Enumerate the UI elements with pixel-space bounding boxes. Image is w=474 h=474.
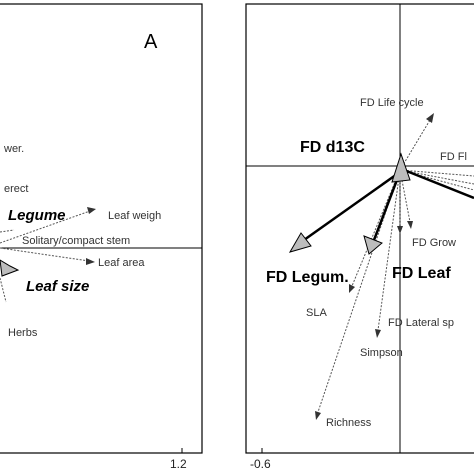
label-leaf-area: Leaf area [98, 257, 145, 269]
arrow-legume-short [0, 229, 15, 233]
arrow-fd-fl-3 [399, 169, 474, 191]
label-erect: erect [4, 183, 28, 195]
arrowhead-fd-life-cycle [426, 113, 434, 123]
arrowhead-fd-legum [288, 232, 312, 253]
label-leaf-weigh: Leaf weigh [108, 210, 161, 222]
arrowhead-fd-lateral-1 [397, 226, 403, 234]
arrowhead-fd-d13c [391, 152, 411, 183]
arrowhead-leaf-size [0, 259, 20, 277]
label-fd-legum: FD Legum. [266, 269, 349, 286]
arrow-fd-life-cycle [399, 119, 431, 171]
label-fd-fl: FD Fl [440, 151, 467, 163]
label-flower: wer. [3, 143, 24, 155]
arrow-leaf-area [0, 247, 90, 262]
label-legume: Legume [8, 207, 66, 224]
label-fd-d13c: FD d13C [300, 139, 365, 156]
panel-a: A 1.2 wer. erect Legume Leaf weigh Solit… [0, 3, 203, 471]
label-sla: SLA [306, 307, 327, 319]
arrow-fd-legum [303, 170, 401, 242]
panel-b: -0.6 FD Life cycle FD d13C FD Fl FD Grow… [245, 3, 474, 471]
label-leaf-size: Leaf size [26, 278, 89, 295]
arrowhead-leaf-weigh [87, 207, 96, 214]
arrowhead-fd-grow [407, 221, 413, 229]
arrow-fd-leaf [372, 171, 402, 241]
label-fd-leaf: FD Leaf [392, 265, 451, 282]
label-simpson: Simpson [360, 347, 403, 359]
arrowhead-richness [315, 411, 321, 420]
arrow-herbs [0, 277, 7, 303]
panel-b-frame [245, 3, 474, 454]
label-herbs: Herbs [8, 327, 38, 339]
label-solitary-stem: Solitary/compact stem [22, 235, 130, 247]
panel-a-xtick-label: 1.2 [170, 457, 187, 471]
arrowhead-sla [349, 284, 355, 293]
arrow-fd-fl-1 [399, 169, 474, 177]
panel-letter-a: A [144, 31, 158, 53]
arrowhead-simpson [375, 329, 381, 338]
arrowhead-fd-leaf [363, 235, 383, 255]
panel-a-frame [0, 3, 203, 454]
arrow-fd-fl-bold [403, 168, 474, 200]
panel-b-xtick-label: -0.6 [250, 457, 271, 471]
arrowhead-leaf-area [86, 258, 95, 265]
label-richness: Richness [326, 417, 372, 429]
label-fd-grow: FD Grow [412, 237, 456, 249]
arrow-simpson [377, 169, 401, 331]
label-fd-life-cycle: FD Life cycle [360, 97, 424, 109]
arrow-leaf-weigh [0, 210, 91, 244]
label-fd-lateral-sp: FD Lateral sp [388, 317, 454, 329]
